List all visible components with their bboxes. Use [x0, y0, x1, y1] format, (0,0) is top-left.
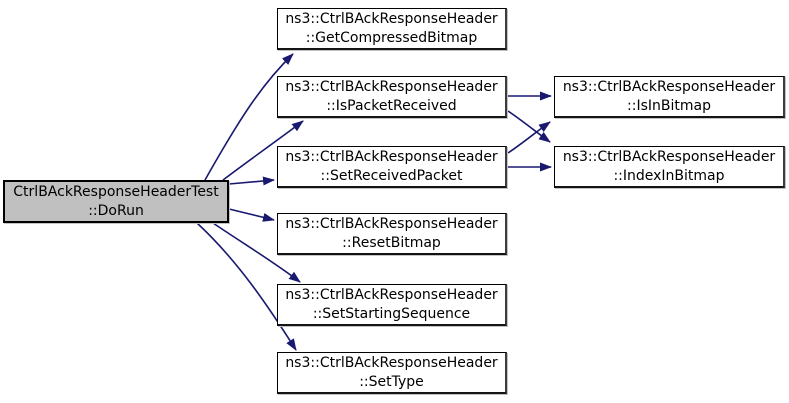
node-setstartingsequence-line2: ::SetStartingSequence — [312, 305, 471, 322]
node-resetbitmap[interactable]: ns3::CtrlBAckResponseHeader ::ResetBitma… — [277, 213, 507, 255]
node-setreceivedpacket-line1: ns3::CtrlBAckResponseHeader — [285, 148, 498, 165]
node-indexinbitmap-line2: ::IndexInBitmap — [613, 167, 725, 184]
node-isinbitmap-line2: ::IsInBitmap — [627, 97, 711, 114]
node-dorun-line1: CtrlBAckResponseHeaderTest — [13, 183, 219, 200]
edge-setreceivedpacket-to-isinbitmap — [507, 121, 551, 154]
node-settype-line1: ns3::CtrlBAckResponseHeader — [285, 354, 498, 371]
node-ispacketreceived-line2: ::IsPacketReceived — [326, 97, 457, 114]
edge-ispacketreceived-to-indexinbitmap — [507, 110, 551, 143]
node-settype-line2: ::SetType — [359, 373, 424, 390]
node-resetbitmap-line1: ns3::CtrlBAckResponseHeader — [285, 215, 498, 232]
edge-dorun-to-ispacketreceived — [222, 120, 304, 181]
node-isinbitmap-line1: ns3::CtrlBAckResponseHeader — [562, 78, 776, 95]
node-ispacketreceived-line1: ns3::CtrlBAckResponseHeader — [285, 78, 498, 95]
node-dorun-line2: ::DoRun — [88, 202, 144, 219]
node-setreceivedpacket[interactable]: ns3::CtrlBAckResponseHeader ::SetReceive… — [277, 146, 507, 188]
node-setstartingsequence[interactable]: ns3::CtrlBAckResponseHeader ::SetStartin… — [277, 284, 507, 326]
node-indexinbitmap-line1: ns3::CtrlBAckResponseHeader — [562, 148, 776, 165]
edge-dorun-to-settype — [196, 222, 297, 351]
edge-dorun-to-setreceivedpacket — [228, 176, 275, 186]
node-isinbitmap[interactable]: ns3::CtrlBAckResponseHeader ::IsInBitmap — [554, 76, 785, 118]
edge-dorun-to-getcompressedbitmap — [204, 53, 294, 181]
node-dorun[interactable]: CtrlBAckResponseHeaderTest ::DoRun — [3, 180, 229, 223]
node-getcompressedbitmap[interactable]: ns3::CtrlBAckResponseHeader ::GetCompres… — [277, 8, 507, 50]
node-getcompressedbitmap-line1: ns3::CtrlBAckResponseHeader — [285, 10, 498, 27]
node-getcompressedbitmap-line2: ::GetCompressedBitmap — [305, 29, 478, 46]
node-resetbitmap-line2: ::ResetBitmap — [342, 234, 441, 251]
node-indexinbitmap[interactable]: ns3::CtrlBAckResponseHeader ::IndexInBit… — [554, 146, 785, 188]
edge-dorun-to-setstartingsequence — [212, 222, 301, 283]
edge-dorun-to-resetbitmap — [228, 208, 275, 222]
node-settype[interactable]: ns3::CtrlBAckResponseHeader ::SetType — [277, 352, 507, 394]
node-setstartingsequence-line1: ns3::CtrlBAckResponseHeader — [285, 286, 498, 303]
node-setreceivedpacket-line2: ::SetReceivedPacket — [320, 167, 463, 184]
node-ispacketreceived[interactable]: ns3::CtrlBAckResponseHeader ::IsPacketRe… — [277, 76, 507, 118]
